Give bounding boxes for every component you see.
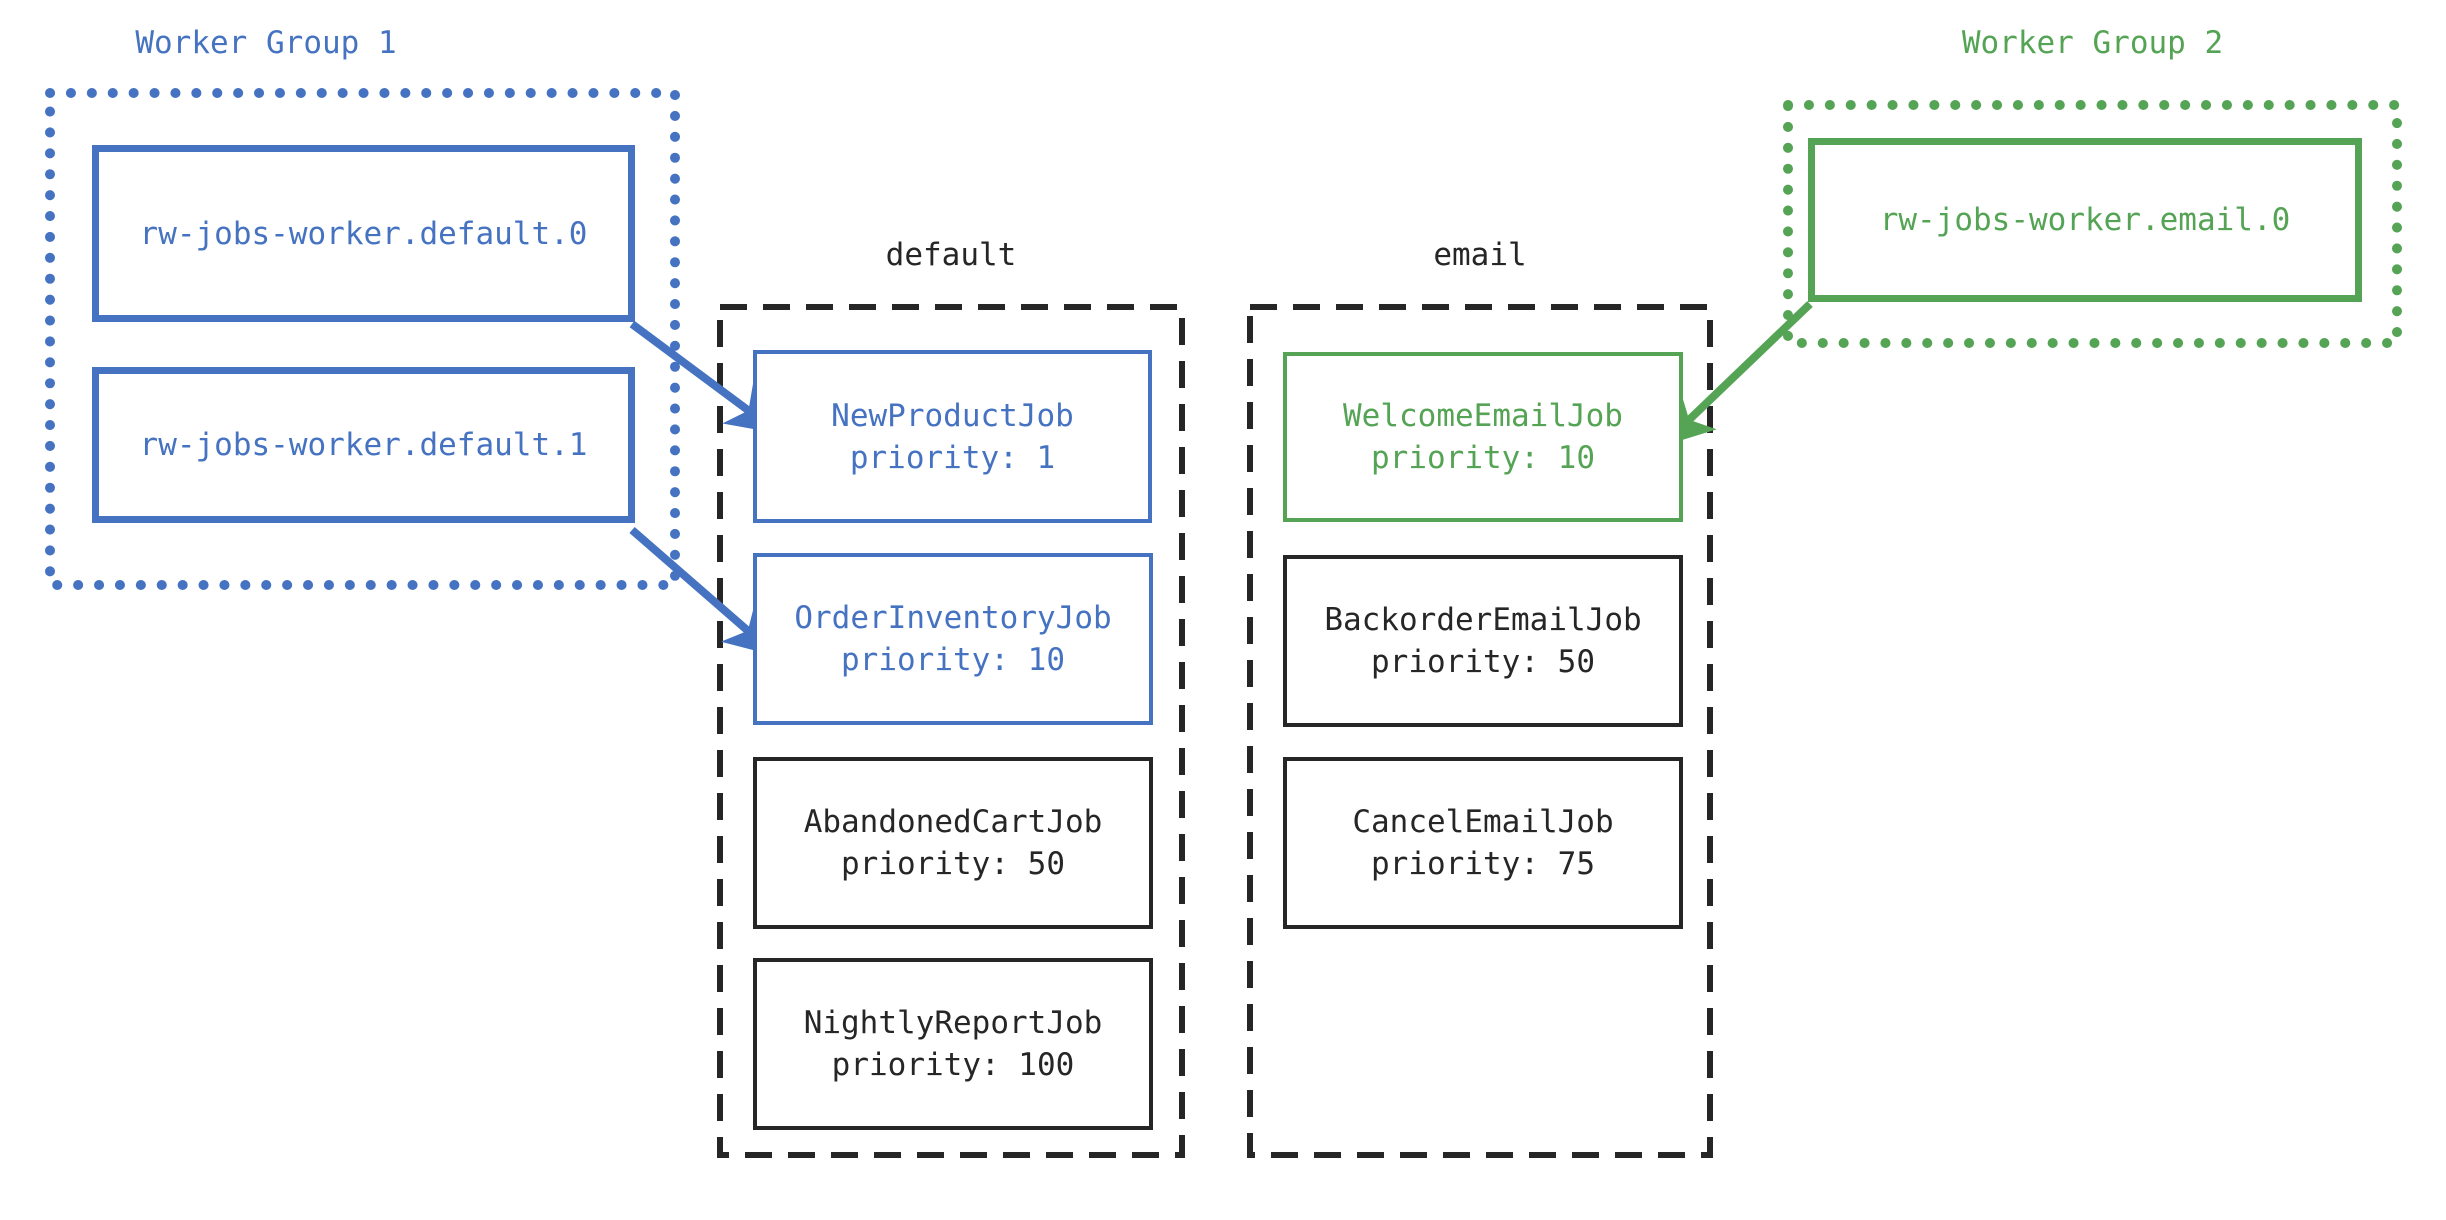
job-priority: priority: 100 <box>831 1047 1075 1083</box>
job-name: BackorderEmailJob <box>1324 602 1642 638</box>
job-node-nightlyreportjob: NightlyReportJob priority: 100 <box>753 958 1153 1130</box>
worker-node-label: rw-jobs-worker.email.0 <box>1879 202 2291 238</box>
edge-default0-to-newproductjob <box>629 320 780 434</box>
worker-node-label: rw-jobs-worker.default.1 <box>139 427 588 463</box>
job-node-abandonedcartjob: AbandonedCartJob priority: 50 <box>753 757 1153 929</box>
edge-default1-to-orderinventoryjob <box>629 526 778 657</box>
worker-node-email-0: rw-jobs-worker.email.0 <box>1808 138 2362 302</box>
queue-email-border <box>1247 304 1713 1158</box>
queue-default-border <box>717 304 1185 1158</box>
worker-group-1-border <box>45 88 680 590</box>
job-name: OrderInventoryJob <box>794 600 1112 636</box>
job-node-newproductjob: NewProductJob priority: 1 <box>753 350 1152 523</box>
worker-group-1-title: Worker Group 1 <box>135 25 397 61</box>
worker-node-default-0: rw-jobs-worker.default.0 <box>92 145 635 322</box>
job-priority: priority: 10 <box>841 642 1065 678</box>
job-priority: priority: 50 <box>1371 644 1595 680</box>
job-name: AbandonedCartJob <box>803 804 1103 840</box>
job-node-welcomeemailjob: WelcomeEmailJob priority: 10 <box>1283 352 1683 522</box>
job-node-backorderemailjob: BackorderEmailJob priority: 50 <box>1283 555 1683 727</box>
job-priority: priority: 75 <box>1371 846 1595 882</box>
worker-node-label: rw-jobs-worker.default.0 <box>139 215 588 252</box>
job-node-orderinventoryjob: OrderInventoryJob priority: 10 <box>753 553 1153 725</box>
queue-default-label: default <box>885 237 1017 273</box>
job-name: NightlyReportJob <box>803 1005 1103 1041</box>
job-priority: priority: 1 <box>849 439 1056 476</box>
job-name: NewProductJob <box>831 397 1074 434</box>
job-priority: priority: 10 <box>1371 440 1595 476</box>
edge-email0-to-welcomeemailjob <box>1661 301 1813 447</box>
queue-email-label: email <box>1433 237 1527 273</box>
job-node-cancelemailjob: CancelEmailJob priority: 75 <box>1283 757 1683 929</box>
job-name: CancelEmailJob <box>1352 804 1614 840</box>
job-name: WelcomeEmailJob <box>1343 398 1623 434</box>
job-priority: priority: 50 <box>841 846 1065 882</box>
worker-group-2-border <box>1783 100 2402 348</box>
worker-node-default-1: rw-jobs-worker.default.1 <box>92 367 635 523</box>
worker-group-2-title: Worker Group 2 <box>1961 25 2224 61</box>
